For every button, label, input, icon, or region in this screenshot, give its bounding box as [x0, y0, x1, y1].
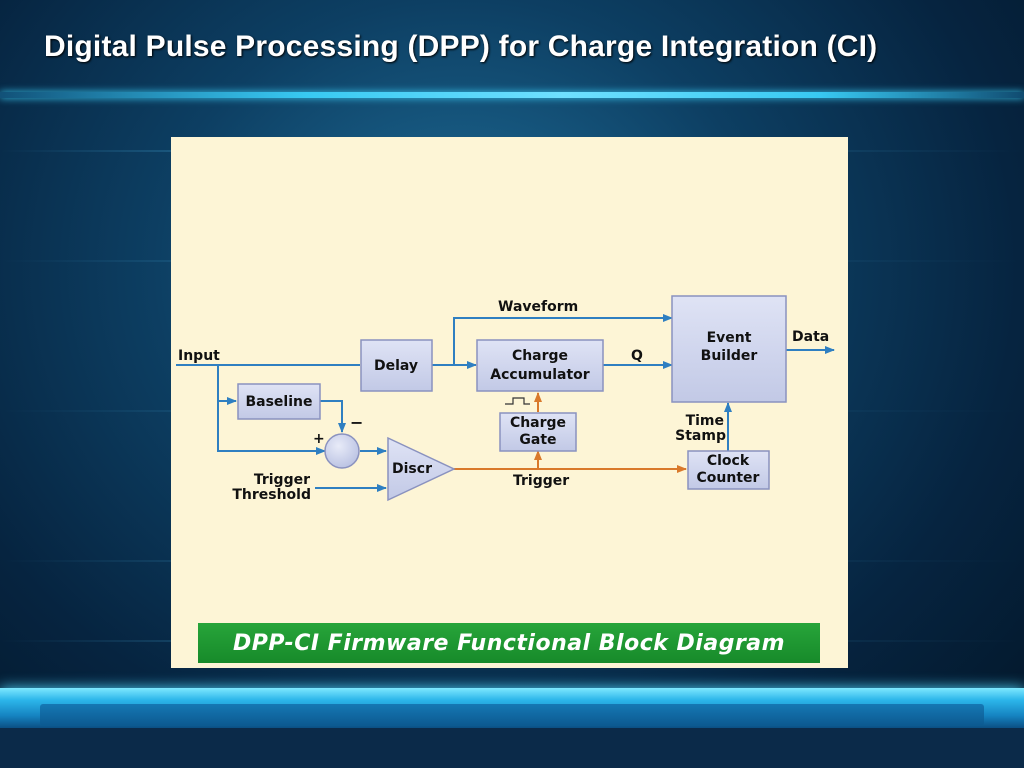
clock-counter-label-line2: Counter	[697, 470, 760, 486]
time-stamp-label-line2: Stamp	[675, 428, 726, 444]
baseline-label: Baseline	[245, 394, 312, 410]
summing-junction	[324, 433, 360, 469]
title-divider	[0, 92, 1024, 98]
discr-label: Discr	[392, 461, 432, 477]
event-builder-block	[671, 295, 787, 403]
input-to-sum-line	[217, 401, 326, 455]
baseline-to-sum-line	[320, 400, 346, 433]
footer-base	[0, 728, 1024, 768]
gate-pulse-icon	[505, 397, 530, 405]
q-label: Q	[631, 348, 643, 364]
charge-accumulator-label-line1: Charge	[512, 348, 568, 364]
delay-block	[360, 339, 433, 392]
block-diagram: Input Waveform Data Q Trigger Trigger Th…	[176, 295, 835, 503]
trigger-threshold-label-line2: Threshold	[232, 487, 311, 503]
charge-accumulator-label-line2: Accumulator	[490, 367, 590, 383]
input-label: Input	[178, 348, 220, 364]
footer-bar-inner	[40, 704, 984, 726]
diagram-caption-banner: DPP-CI Firmware Functional Block Diagram	[198, 623, 820, 663]
plus-sign: +	[313, 431, 325, 447]
charge-gate-block	[499, 412, 577, 452]
slide-title: Digital Pulse Processing (DPP) for Charg…	[44, 30, 878, 63]
clock-counter-block	[687, 450, 770, 490]
input-to-baseline-line	[217, 365, 237, 405]
trigger-threshold-label-line1: Trigger	[254, 472, 310, 488]
event-builder-label-line1: Event	[707, 330, 752, 346]
waveform-line	[453, 314, 673, 365]
data-label: Data	[792, 329, 829, 345]
event-builder-label-line2: Builder	[701, 348, 758, 364]
waveform-label: Waveform	[498, 299, 578, 315]
charge-accumulator-block	[476, 339, 604, 392]
baseline-block	[237, 383, 321, 420]
clock-counter-label-line1: Clock	[707, 453, 750, 469]
time-stamp-label-line1: Time	[686, 413, 724, 429]
minus-sign: −	[350, 413, 363, 432]
charge-gate-label-line2: Gate	[519, 432, 556, 448]
discriminator-block	[387, 436, 456, 502]
diagram-panel: Input Waveform Data Q Trigger Trigger Th…	[171, 137, 848, 668]
delay-label: Delay	[374, 358, 418, 374]
charge-gate-label-line1: Charge	[510, 415, 566, 431]
trigger-label: Trigger	[513, 473, 569, 489]
